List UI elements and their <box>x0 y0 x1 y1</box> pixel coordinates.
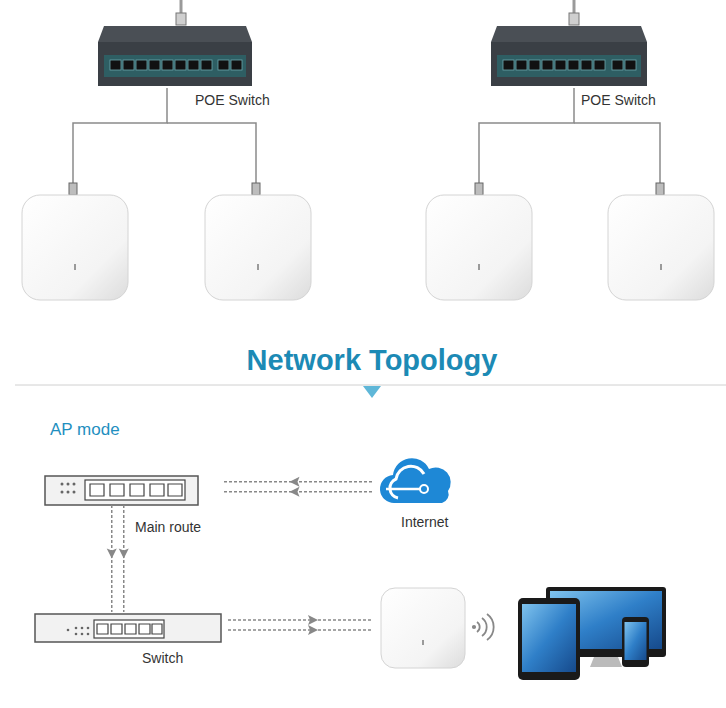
divider-line <box>15 385 726 386</box>
node-label: Switch <box>142 650 183 666</box>
dashed-connector <box>107 505 129 612</box>
page-title: Network Topology <box>72 343 672 377</box>
device-node: Internet <box>380 460 452 506</box>
divider-marker <box>363 386 381 398</box>
cloud-symbol <box>380 458 451 503</box>
arrow-head <box>290 477 300 487</box>
poe-switch-symbol <box>491 0 647 86</box>
device-node: Switch <box>35 614 221 642</box>
cable-wire <box>73 88 660 185</box>
device-node: POE Switch <box>493 25 645 87</box>
node-label: Main route <box>135 519 201 535</box>
poe-switch-symbol <box>98 0 252 86</box>
cable-plug <box>69 183 664 195</box>
connector-line <box>222 482 372 492</box>
router-symbol <box>45 476 198 505</box>
link-arrow <box>308 615 318 635</box>
arrow-head <box>119 549 129 559</box>
connector-line <box>112 505 124 612</box>
node-label: POE Switch <box>195 92 270 108</box>
wifi-symbol <box>473 614 494 640</box>
link-line <box>228 620 372 630</box>
node-label: Internet <box>401 514 448 530</box>
device-symbol <box>518 587 666 680</box>
device-node: POE Switch <box>100 25 250 87</box>
device-node: Main route <box>45 476 198 505</box>
arrow-head <box>290 487 300 497</box>
switch-symbol <box>35 614 221 642</box>
arrow-head <box>107 549 117 559</box>
node-label: POE Switch <box>581 92 656 108</box>
access-point-symbol <box>22 195 714 668</box>
mode-label: AP mode <box>50 420 120 440</box>
dashed-connector <box>222 477 372 497</box>
